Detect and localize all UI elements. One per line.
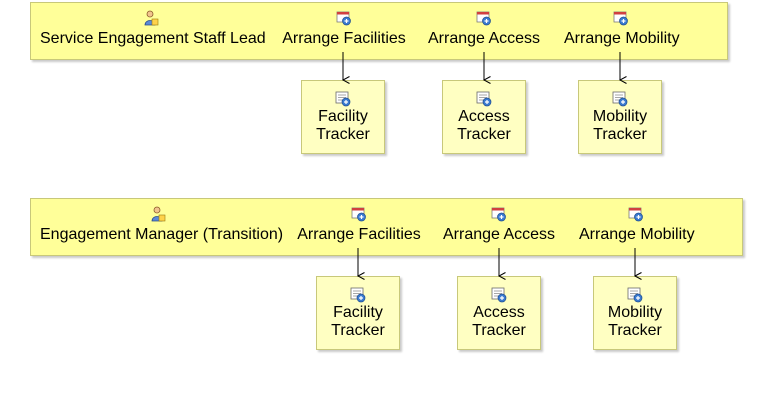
activity-cell-arrange-facilities[interactable]: Arrange Facilities	[282, 10, 406, 48]
role-label: Engagement Manager (Transition)	[40, 226, 284, 243]
activity-label: Arrange Mobility	[579, 226, 695, 243]
activity-cell-arrange-facilities[interactable]: Arrange Facilities	[297, 206, 421, 244]
swimlane-band-2	[30, 198, 743, 256]
role-cell-1[interactable]: Service Engagement Staff Lead	[40, 10, 266, 48]
tracker-box-mobility[interactable]: Mobility Tracker	[593, 276, 677, 350]
tracker-box-mobility[interactable]: Mobility Tracker	[578, 80, 662, 154]
tracker-label: Mobility Tracker	[607, 304, 663, 339]
activity-label: Arrange Facilities	[282, 30, 406, 47]
role-cell-2[interactable]: Engagement Manager (Transition)	[40, 206, 284, 244]
activity-label: Arrange Access	[443, 226, 556, 243]
tracker-label: Facility Tracker	[331, 304, 385, 339]
swimlane-band-1	[30, 2, 728, 60]
activity-label: Arrange Mobility	[564, 30, 680, 47]
activity-cell-arrange-access[interactable]: Arrange Access	[428, 10, 540, 48]
tracker-label: Access Tracker	[457, 108, 511, 143]
tracker-label: Facility Tracker	[316, 108, 370, 143]
tracker-label: Access Tracker	[472, 304, 526, 339]
tracker-label: Mobility Tracker	[592, 108, 648, 143]
activity-label: Arrange Facilities	[297, 226, 421, 243]
activity-label: Arrange Access	[428, 30, 541, 47]
activity-cell-arrange-mobility[interactable]: Arrange Mobility	[564, 10, 680, 48]
activity-cell-arrange-mobility[interactable]: Arrange Mobility	[579, 206, 695, 244]
tracker-box-facility[interactable]: Facility Tracker	[316, 276, 400, 350]
tracker-box-facility[interactable]: Facility Tracker	[301, 80, 385, 154]
activity-cell-arrange-access[interactable]: Arrange Access	[443, 206, 555, 244]
tracker-box-access[interactable]: Access Tracker	[457, 276, 541, 350]
role-label: Service Engagement Staff Lead	[40, 30, 266, 47]
